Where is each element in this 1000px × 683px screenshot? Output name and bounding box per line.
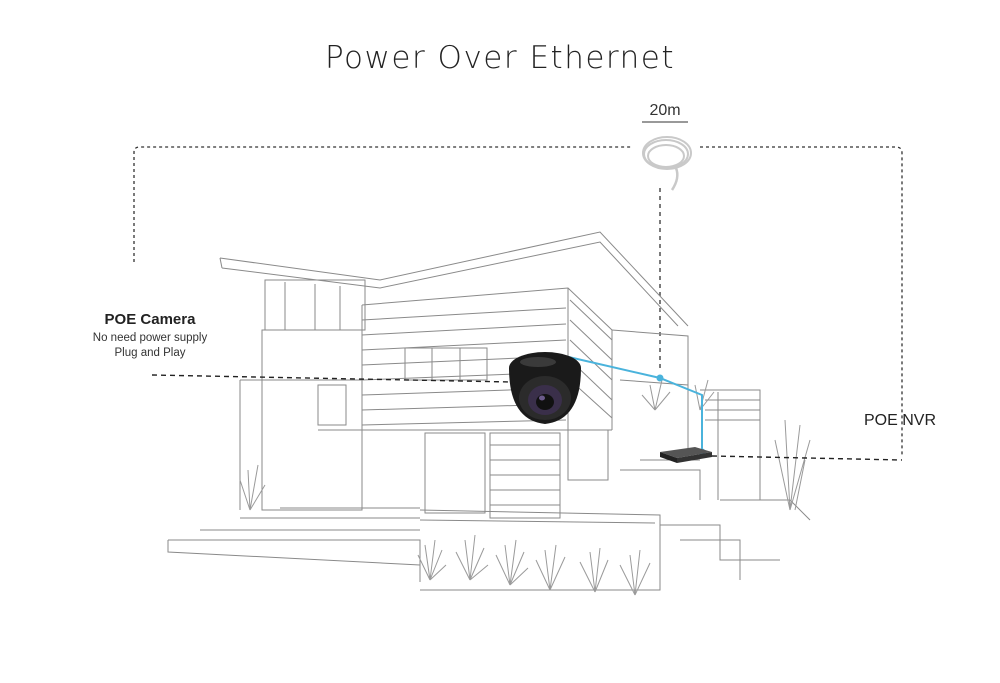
poe-camera-note-1: No need power supply xyxy=(92,332,208,344)
cable-junction-dot xyxy=(656,374,664,382)
network-cable xyxy=(559,354,703,450)
house-sketch xyxy=(167,231,811,591)
plants xyxy=(239,379,811,596)
poe-camera-callout: POE Camera No need power supply Plug and… xyxy=(70,311,230,361)
nvr-device xyxy=(660,447,712,463)
cable-coil xyxy=(642,136,692,191)
diagram-title: Power Over Ethernet xyxy=(324,40,676,76)
camera-pointer-line xyxy=(151,374,513,383)
nvr-pointer-line xyxy=(711,455,903,461)
poe-nvr-label: POE NVR xyxy=(863,412,936,429)
dashed-connection-loop xyxy=(133,146,903,455)
poe-camera-title: POE Camera xyxy=(104,311,196,328)
poe-camera-note-2: Plug and Play xyxy=(114,347,186,359)
dome-camera xyxy=(509,352,581,424)
cable-length-label: 20m xyxy=(649,102,681,119)
